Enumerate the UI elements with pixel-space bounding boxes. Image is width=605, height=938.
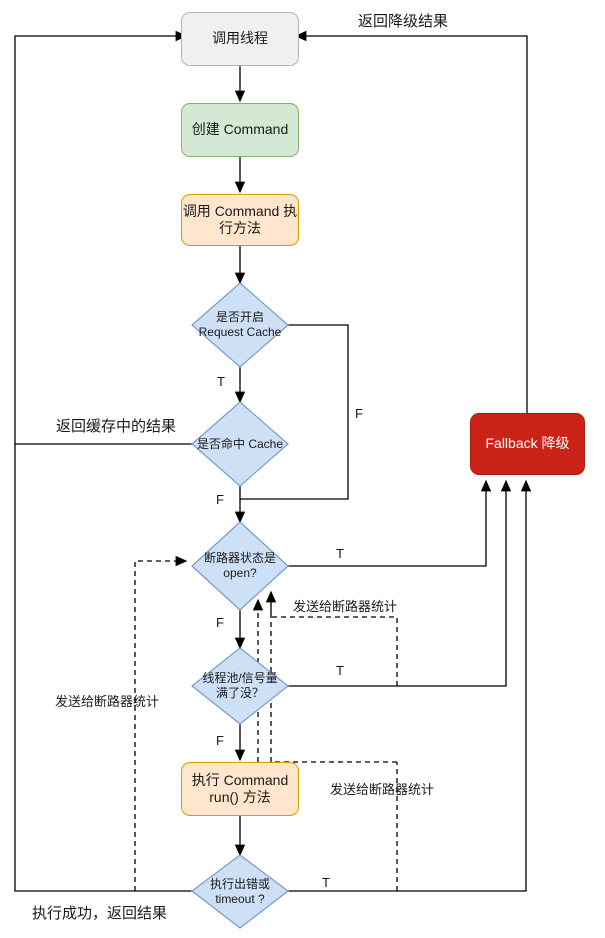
edge-error-true-fallback [288, 479, 532, 892]
node-error-or-timeout[interactable]: 执行出错或 timeout ? [192, 855, 288, 928]
label-branch-reqcache-true: T [217, 374, 225, 389]
edge-pool-true-fallback [288, 479, 512, 687]
node-label-wrap: 执行 Command run() 方法 [192, 772, 288, 807]
node-request-cache-enabled[interactable]: 是否开启 Request Cache [192, 283, 288, 367]
edge-success-return-rail [14, 444, 192, 892]
label-branch-breaker-false: F [216, 615, 224, 630]
label-return-cached: 返回缓存中的结果 [56, 418, 177, 435]
node-execute-command-method[interactable]: 调用 Command 执行方法 [181, 194, 299, 246]
node-threadpool-semaphore-full[interactable]: 线程池/信号量 满了没？ [192, 648, 288, 724]
label-send-stats-pool: 发送给断路器统计 [55, 694, 160, 709]
node-label: Fallback 降级 [485, 435, 570, 452]
label-send-stats-breaker: 发送给断路器统计 [293, 599, 398, 614]
node-label-line2: open? [223, 566, 257, 580]
node-label-line1: 线程池/信号量 [202, 671, 278, 685]
node-label: 调用 Command 执行方法 [182, 202, 298, 237]
node-calling-thread[interactable]: 调用线程 [181, 12, 299, 66]
node-label-wrap: 线程池/信号量 满了没？ [192, 648, 288, 724]
label-branch-hitcache-false: F [216, 492, 224, 507]
edge-stats-run-up [270, 600, 397, 763]
label-success-return: 执行成功，返回结果 [32, 905, 168, 922]
node-label-wrap: 是否开启 Request Cache [192, 283, 288, 367]
node-label-line2: timeout ? [215, 891, 265, 906]
decision-shape-hitcache [191, 401, 289, 487]
node-label-wrap: 断路器状态是 open? [192, 522, 288, 610]
edge-stats-left-breaker [134, 555, 188, 891]
node-label-line1: 是否开启 [215, 310, 264, 324]
node-label-line1: 断路器状态是 [203, 551, 276, 565]
node-run-command[interactable]: 执行 Command run() 方法 [181, 762, 299, 816]
node-label-wrap: 是否命中 Cache [192, 402, 288, 486]
node-cache-hit[interactable]: 是否命中 Cache [192, 402, 288, 486]
node-label-line2: run() 方法 [209, 789, 271, 805]
node-label: 是否命中 Cache [196, 436, 284, 451]
node-label: 创建 Command [191, 121, 289, 138]
label-branch-pool-false: F [216, 733, 224, 748]
node-create-command[interactable]: 创建 Command [181, 103, 299, 157]
label-branch-pool-true: T [336, 663, 344, 678]
edge-reqcache-false [240, 324, 349, 500]
decision-shape-error [191, 854, 289, 929]
edge-fallback-return-thread [294, 30, 528, 413]
node-label-line2: Request Cache [198, 325, 282, 339]
decision-shape-pool [191, 647, 289, 725]
node-circuit-breaker-open[interactable]: 断路器状态是 open? [192, 522, 288, 610]
label-branch-error-true: T [322, 875, 330, 890]
node-fallback[interactable]: Fallback 降级 [470, 413, 585, 475]
label-send-stats-run: 发送给断路器统计 [330, 782, 435, 797]
decision-shape-reqcache [191, 282, 289, 368]
node-label-line1: 执行出错或 [209, 876, 270, 891]
node-label-line2: 满了没？ [215, 686, 264, 700]
label-branch-reqcache-false: F [355, 406, 363, 421]
edge-left-return-rail [14, 30, 188, 444]
node-label-wrap: 执行出错或 timeout ? [192, 855, 288, 928]
node-label-line1: 执行 Command [191, 771, 289, 788]
label-branch-breaker-true: T [336, 546, 344, 561]
label-return-degraded: 返回降级结果 [358, 13, 449, 30]
node-label: 调用线程 [212, 30, 268, 47]
decision-shape-breaker [191, 521, 289, 611]
edge-breaker-true-fallback [288, 479, 492, 567]
